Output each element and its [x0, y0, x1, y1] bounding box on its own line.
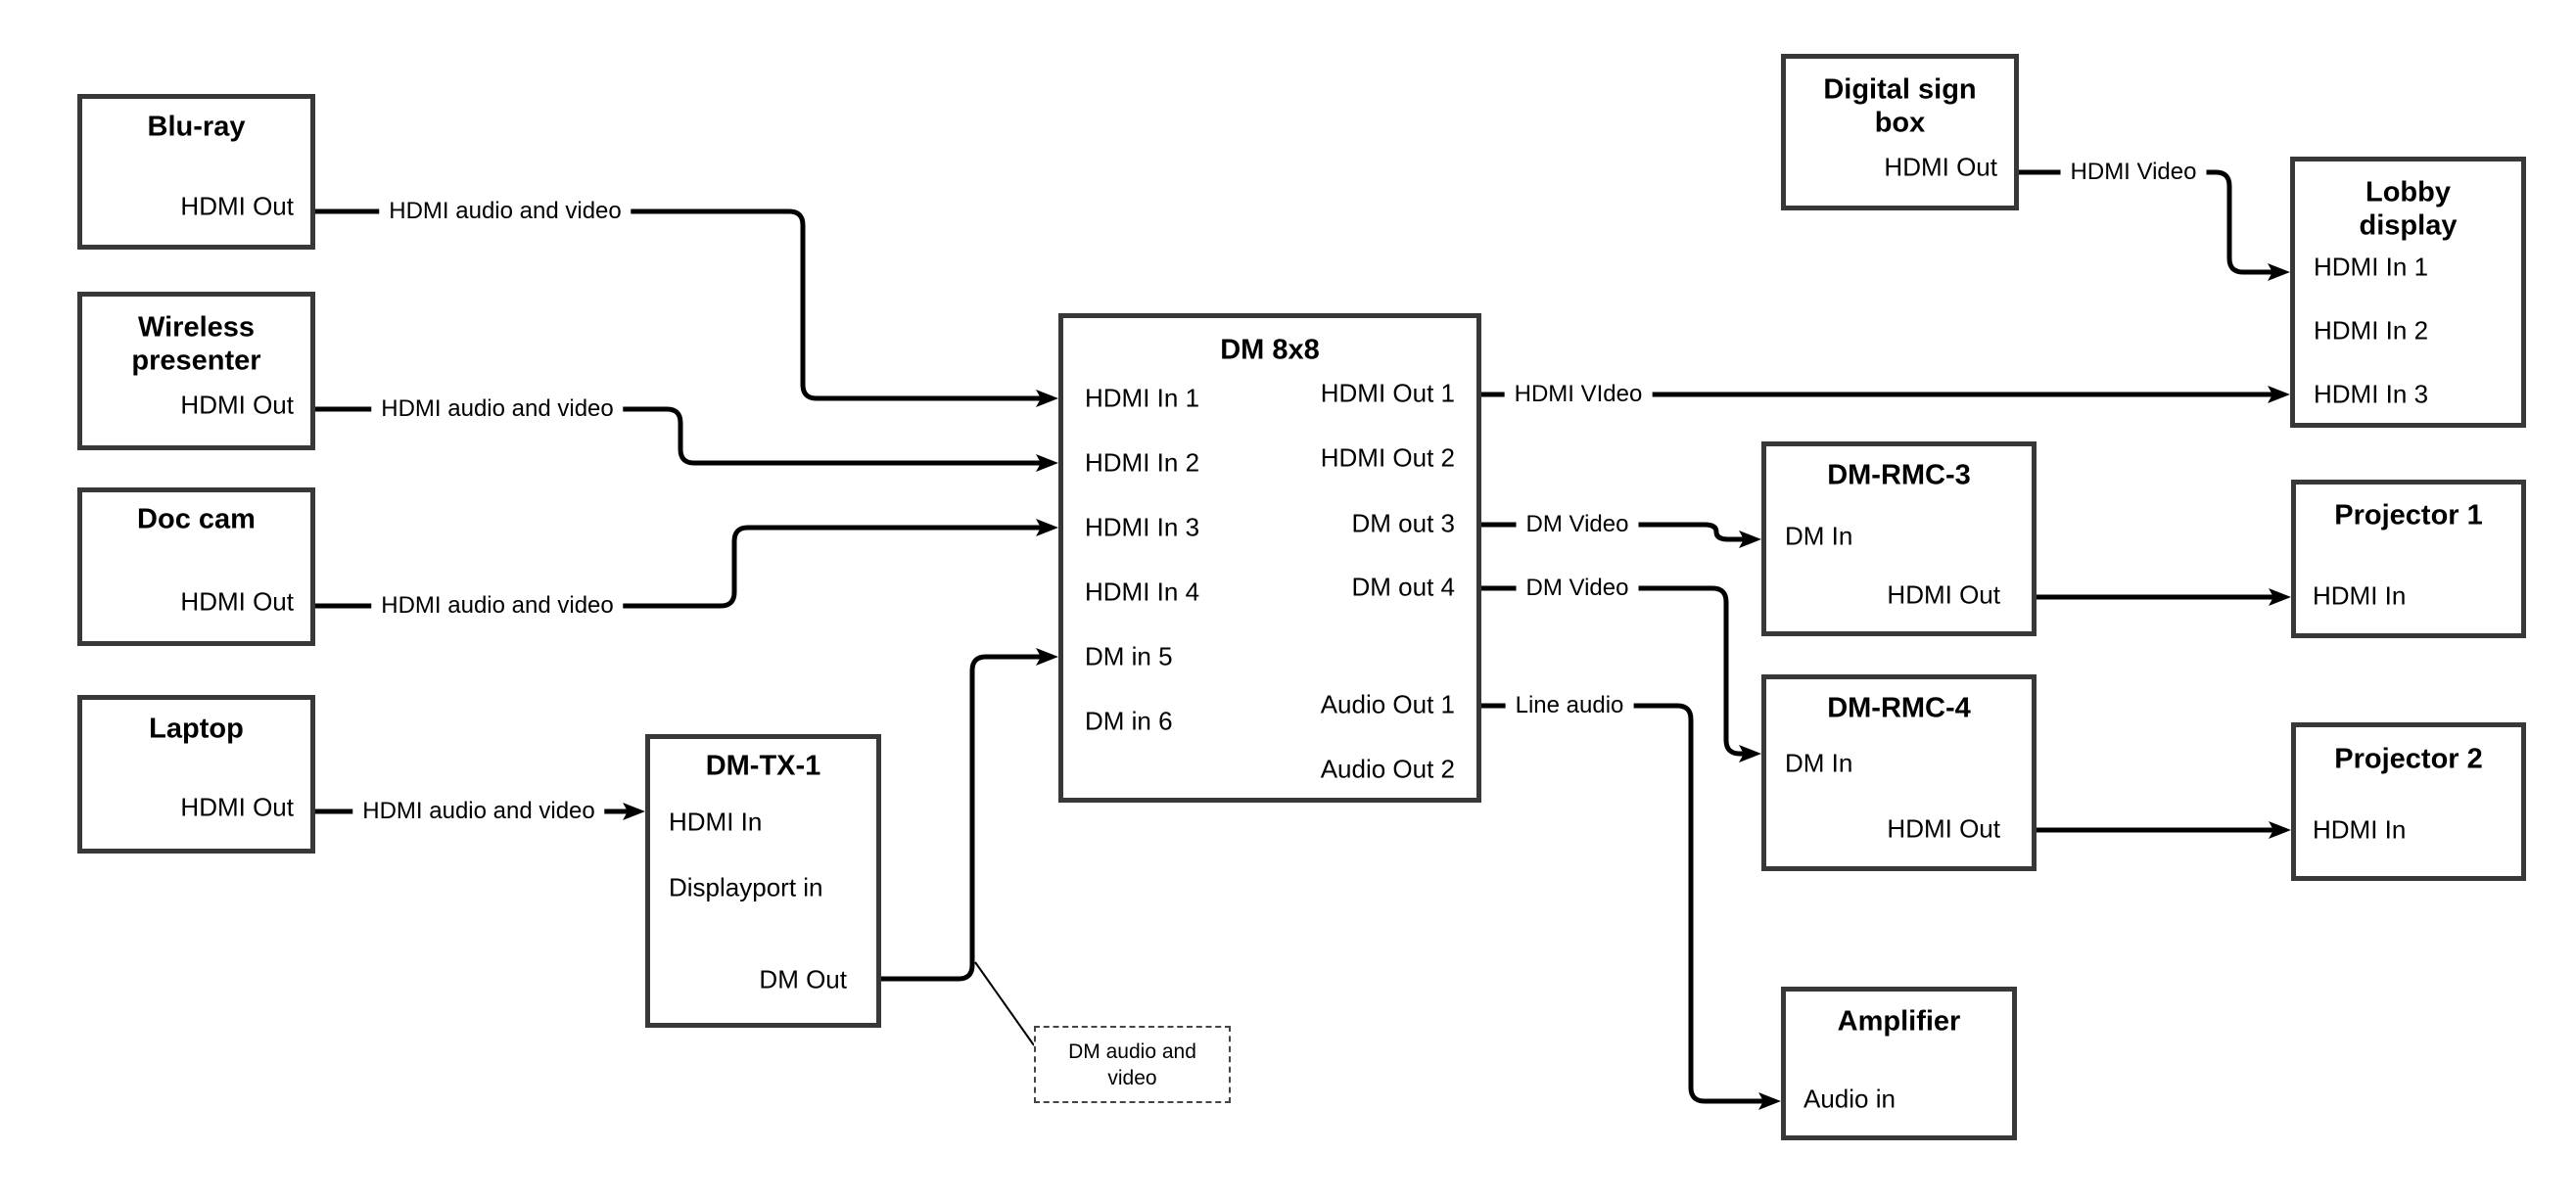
port-dm8x8-hdmi-out-2: HDMI Out 2 [1320, 442, 1455, 473]
arrowhead-digitalsign-to-lobby [2268, 263, 2290, 281]
port-lobby-hdmi-in-3: HDMI In 3 [2314, 379, 2429, 409]
port-bluray-hdmi-out: HDMI Out [180, 191, 294, 221]
callout-dm-audio-video[interactable]: DM audio and video [1034, 1026, 1231, 1103]
port-dm8x8-hdmi-out-1: HDMI Out 1 [1320, 378, 1455, 408]
box-dm-rmc-4[interactable]: DM-RMC-4 DM In HDMI Out [1761, 674, 2037, 871]
box-doc-cam[interactable]: Doc cam HDMI Out [77, 487, 315, 646]
arrowhead-laptop-to-dmtx1 [623, 803, 645, 820]
port-lobby-hdmi-in-1: HDMI In 1 [2314, 252, 2429, 282]
arrowhead-bluray-to-dm8x8 [1036, 390, 1058, 407]
label-dmout4-connection: DM Video [1516, 575, 1639, 602]
port-wireless-hdmi-out: HDMI Out [180, 390, 294, 420]
arrowhead-dmtx1-to-dm8x8 [1036, 648, 1058, 666]
port-dm8x8-audio-out-1: Audio Out 1 [1320, 689, 1455, 719]
box-digitalsign-title-line1: Digital sign [1823, 73, 1977, 106]
box-amplifier[interactable]: Amplifier Audio in [1781, 987, 2017, 1140]
port-proj2-hdmi-in: HDMI In [2313, 814, 2407, 845]
box-laptop[interactable]: Laptop HDMI Out [77, 695, 315, 854]
port-lobby-hdmi-in-2: HDMI In 2 [2314, 315, 2429, 346]
box-lobby-title-line1: Lobby [2365, 176, 2451, 208]
box-dm-rmc-3[interactable]: DM-RMC-3 DM In HDMI Out [1761, 441, 2037, 636]
port-digitalsign-hdmi-out: HDMI Out [1884, 152, 1997, 182]
label-doccam-connection: HDMI audio and video [371, 592, 624, 620]
box-wireless-presenter[interactable]: Wireless presenter HDMI Out [77, 292, 315, 450]
arrowhead-dmout4-to-dmrmc4 [1739, 745, 1761, 762]
label-digitalsign-connection: HDMI Video [2060, 159, 2207, 186]
arrowhead-dmrmc4-to-proj2 [2269, 821, 2291, 839]
arrowhead-doccam-to-dm8x8 [1036, 519, 1058, 536]
box-projector-2[interactable]: Projector 2 HDMI In [2291, 722, 2526, 881]
port-dmtx1-dm-out: DM Out [759, 964, 847, 994]
connector-bluray-to-dm8x8[interactable] [315, 208, 1041, 401]
connector-audioout1-to-amplifier[interactable] [1481, 703, 1763, 1104]
box-dmrmc3-title: DM-RMC-3 [1827, 459, 1971, 491]
port-dmtx1-displayport-in: Displayport in [669, 872, 823, 902]
box-doccam-title: Doc cam [137, 503, 256, 535]
box-digital-sign[interactable]: Digital sign box HDMI Out [1781, 54, 2019, 210]
box-wireless-title-line2: presenter [131, 345, 261, 377]
port-dm8x8-dm-out-4: DM out 4 [1351, 572, 1456, 602]
connector-doccam-to-dm8x8[interactable] [315, 525, 1041, 609]
port-amplifier-audio-in: Audio in [1803, 1084, 1896, 1114]
box-bluray-title: Blu-ray [147, 111, 246, 143]
port-dm8x8-hdmi-in-1: HDMI In 1 [1085, 383, 1200, 413]
arrowhead-audioout1-to-amplifier [1758, 1092, 1781, 1110]
port-laptop-hdmi-out: HDMI Out [180, 792, 294, 822]
label-laptop-connection: HDMI audio and video [352, 798, 605, 825]
box-projector-1[interactable]: Projector 1 HDMI In [2291, 480, 2526, 638]
box-dmrmc4-title: DM-RMC-4 [1827, 692, 1971, 724]
connector-wireless-to-dm8x8[interactable] [315, 406, 1041, 466]
box-dm-tx-1[interactable]: DM-TX-1 HDMI In Displayport in DM Out [645, 734, 881, 1028]
label-dmout3-connection: DM Video [1516, 511, 1639, 538]
port-dm8x8-audio-out-2: Audio Out 2 [1320, 754, 1455, 784]
port-dm8x8-hdmi-in-2: HDMI In 2 [1085, 447, 1200, 478]
label-audioout1-connection: Line audio [1505, 692, 1634, 719]
callout-leader-line [974, 961, 1035, 1046]
port-dm8x8-hdmi-in-3: HDMI In 3 [1085, 512, 1200, 542]
label-wireless-connection: HDMI audio and video [371, 395, 624, 423]
box-laptop-title: Laptop [149, 713, 244, 745]
label-bluray-connection: HDMI audio and video [379, 198, 632, 225]
connector-dmout3-to-dmrmc3[interactable] [1481, 522, 1744, 542]
arrowhead-wireless-to-dm8x8 [1036, 454, 1058, 472]
box-amplifier-title: Amplifier [1837, 1005, 1961, 1038]
box-proj1-title: Projector 1 [2334, 499, 2483, 531]
port-dmrmc4-dm-in: DM In [1785, 748, 1853, 778]
box-proj2-title: Projector 2 [2334, 743, 2483, 775]
arrowhead-hdmiout1-to-lobby [2268, 386, 2290, 403]
port-dmrmc3-dm-in: DM In [1785, 521, 1853, 551]
port-dm8x8-dm-in-6: DM in 6 [1085, 706, 1173, 736]
connector-dmout4-to-dmrmc4[interactable] [1481, 585, 1744, 757]
box-wireless-title-line1: Wireless [137, 311, 256, 344]
connector-dmtx1-to-dm8x8[interactable] [881, 654, 1041, 982]
box-lobby-title-line2: display [2359, 209, 2458, 242]
callout-text-line1: DM audio and [1068, 1039, 1196, 1063]
port-dm8x8-hdmi-in-4: HDMI In 4 [1085, 577, 1200, 607]
box-digitalsign-title-line2: box [1874, 107, 1926, 139]
port-dmrmc3-hdmi-out: HDMI Out [1887, 579, 2000, 610]
box-lobby-display[interactable]: Lobby display HDMI In 1 HDMI In 2 HDMI I… [2290, 157, 2526, 428]
box-dm-8x8[interactable]: DM 8x8 HDMI In 1 HDMI In 2 HDMI In 3 HDM… [1058, 313, 1481, 803]
port-dmrmc4-hdmi-out: HDMI Out [1887, 813, 2000, 844]
box-bluray[interactable]: Blu-ray HDMI Out [77, 94, 315, 250]
box-dm8x8-title: DM 8x8 [1220, 334, 1320, 366]
callout-text-line2: video [1107, 1066, 1157, 1089]
port-dmtx1-hdmi-in: HDMI In [669, 807, 763, 837]
label-hdmiout1-connection: HDMI VIdeo [1504, 381, 1653, 408]
port-doccam-hdmi-out: HDMI Out [180, 586, 294, 617]
port-dm8x8-dm-in-5: DM in 5 [1085, 641, 1173, 671]
arrowhead-dmrmc3-to-proj1 [2269, 588, 2291, 606]
box-dmtx1-title: DM-TX-1 [705, 750, 821, 782]
port-proj1-hdmi-in: HDMI In [2313, 580, 2407, 611]
connector-digitalsign-to-lobby[interactable] [2019, 169, 2272, 275]
arrowhead-dmout3-to-dmrmc3 [1739, 531, 1761, 548]
port-dm8x8-dm-out-3: DM out 3 [1351, 508, 1456, 538]
